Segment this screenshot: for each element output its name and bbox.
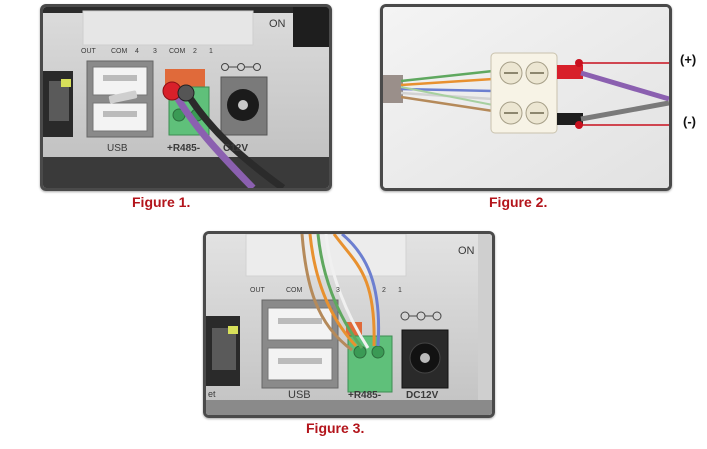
rs485-label-3: +R485- xyxy=(348,390,381,401)
figure-3-photo: OUT COM 3 2 1 ON et USB +R485- DC12V xyxy=(203,231,495,418)
pin2-label-3: 2 xyxy=(382,287,386,294)
on-label-3: ON xyxy=(458,245,475,257)
figure-2-photo xyxy=(380,4,672,191)
pin1-label: 1 xyxy=(209,48,213,55)
pin2-label: 2 xyxy=(193,48,197,55)
figure-2-caption: Figure 2. xyxy=(489,194,548,210)
figure-1-photo: OUT COM 4 3 COM 2 1 ON USB +R485- C12V xyxy=(40,4,332,191)
negative-label: (-) xyxy=(683,114,696,129)
polarity-symbol-icon xyxy=(400,311,442,321)
out-label-3: OUT xyxy=(250,287,266,294)
com2-label: COM xyxy=(169,48,186,55)
pin4-label: 4 xyxy=(135,48,139,55)
pin3-label-3: 3 xyxy=(336,287,340,294)
com-label: COM xyxy=(111,48,128,55)
out-label: OUT xyxy=(81,48,97,55)
polarity-symbol-icon xyxy=(221,63,261,71)
pin1-label-3: 1 xyxy=(398,287,402,294)
com-label-3: COM xyxy=(286,287,303,294)
pin3-label: 3 xyxy=(153,48,157,55)
figure-1-caption: Figure 1. xyxy=(132,194,191,210)
usb-label-3: USB xyxy=(288,389,311,401)
positive-label: (+) xyxy=(680,52,697,67)
rs485-label: +R485- xyxy=(167,143,200,154)
usb-label: USB xyxy=(107,143,128,154)
eth-label-3: et xyxy=(208,389,216,399)
dc12v-label-3: DC12V xyxy=(406,390,439,401)
figure-3-caption: Figure 3. xyxy=(306,420,365,436)
on-label: ON xyxy=(269,18,286,30)
dc12v-label: C12V xyxy=(223,143,248,154)
